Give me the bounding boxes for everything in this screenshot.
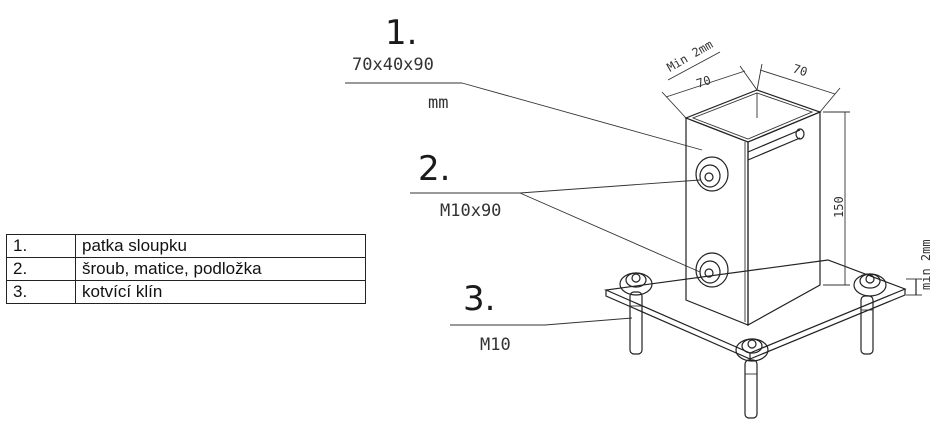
callout-1-leader (461, 82, 703, 151)
wall-thickness-label: Min 2mm (665, 37, 716, 74)
base-plate (603, 259, 907, 360)
plate-nut-front (735, 338, 769, 362)
side-nut-bottom (695, 252, 729, 288)
plate-dimension (906, 278, 922, 296)
callout-2-spec: M10x90 (440, 201, 501, 221)
plate-thickness-label: min 2mm (919, 239, 933, 290)
plate-nut-left (619, 272, 653, 296)
width-left-label: 70 (695, 73, 713, 91)
legend-row: 3. kotvící klín (6, 280, 366, 304)
callout-3-number: 3. (463, 279, 495, 319)
legend-row: 1. patka sloupku (6, 234, 366, 258)
callout-1-number: 1. (385, 13, 417, 53)
legend-text: kotvící klín (75, 280, 366, 304)
legend-text: šroub, matice, podložka (75, 257, 366, 281)
height-label: 150 (832, 196, 846, 218)
post-tube (684, 89, 822, 327)
through-bolt-top (747, 128, 805, 161)
callout-1-unit: mm (428, 93, 448, 113)
legend-text: patka sloupku (75, 234, 366, 258)
wall-dimension-leader (667, 51, 721, 81)
width-right-dimension (756, 63, 841, 113)
legend-number: 1. (6, 234, 76, 258)
callout-2-number: 2. (418, 149, 450, 189)
callout-3-spec: M10 (480, 335, 511, 355)
legend-table: 1. patka sloupku 2. šroub, matice, podlo… (6, 234, 366, 304)
width-right-label: 70 (791, 62, 809, 80)
callout-2-leader-bottom (519, 192, 701, 273)
callout-3-leader (544, 317, 633, 326)
legend-row: 2. šroub, matice, podložka (6, 257, 366, 281)
side-nut-top (695, 156, 729, 192)
height-dimension (823, 111, 850, 286)
anchor-wedge-front (744, 359, 758, 419)
callout-2-leader-top (519, 179, 701, 194)
width-left-dimension (661, 65, 758, 119)
callout-1-spec: 70x40x90 (352, 55, 434, 75)
plate-nut-right (853, 273, 887, 297)
anchor-wedge-left (629, 291, 643, 355)
